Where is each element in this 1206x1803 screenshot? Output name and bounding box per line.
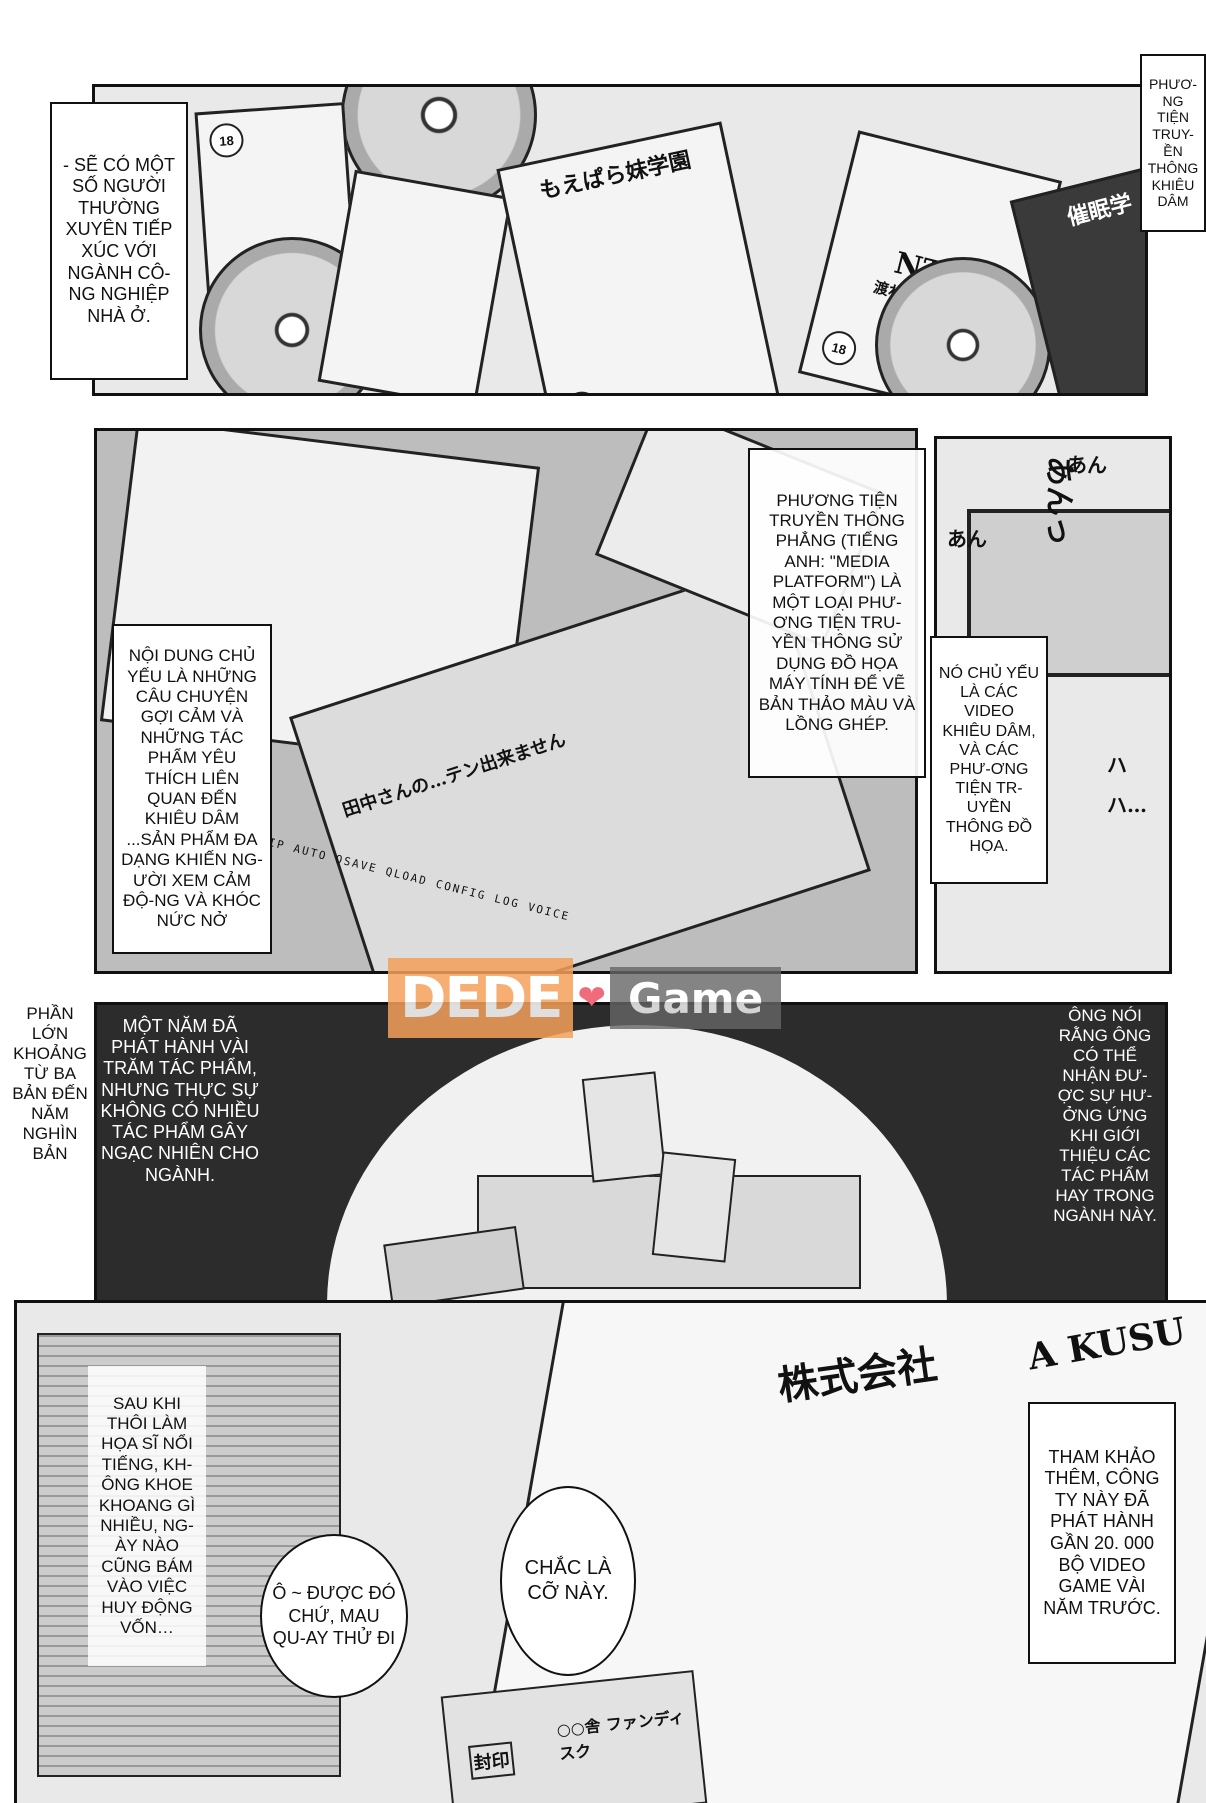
age-rating-icon: 18: [561, 388, 603, 393]
caption-text: PHẦN LỚN KHOẢNG TỪ BA BẢN ĐẾN NĂM NGHÌN …: [12, 1004, 88, 1164]
caption-text: MỘT NĂM ĐÃ PHÁT HÀNH VÀI TRĂM TÁC PHẨM, …: [100, 1016, 260, 1185]
watermark-logo: DEDE: [388, 958, 574, 1038]
caption-box: - SẼ CÓ MỘT SỐ NGƯỜI THƯỜNG XUYÊN TIẾP X…: [50, 102, 188, 380]
disc-illustration: [875, 257, 1051, 393]
heart-icon: ❤: [577, 979, 606, 1017]
watermark: DEDE ❤ Game: [388, 958, 818, 1038]
caption-box: NỘI DUNG CHỦ YẾU LÀ NHỮNG CÂU CHUYỆN GỢI…: [112, 624, 272, 954]
game-box-illustration: [581, 1071, 667, 1183]
caption-box: SAU KHI THÔI LÀM HỌA SĨ NỔI TIẾNG, KH-ÔN…: [88, 1366, 206, 1666]
panel-game-boxes: 18 もえぱら妹学園 18 NTR 渡われた俺の妻 18 催眠学: [92, 84, 1148, 396]
box-seal: 封印: [468, 1741, 516, 1780]
sound-effect: あん: [1067, 453, 1107, 477]
watermark-game: Game: [609, 967, 782, 1029]
sound-effect: ハ: [1107, 753, 1127, 777]
caption-box: PHƯƠ-NG TIỆN TRUY-ỀN THÔNG KHIÊU DÂM: [1140, 54, 1206, 232]
sound-effect: あんっ: [1041, 456, 1076, 546]
menu-item-auto: AUTO: [292, 841, 329, 863]
game-box-illustration: [651, 1151, 737, 1263]
speech-bubble: CHẮC LÀ CỠ NÀY.: [500, 1486, 636, 1676]
caption-box: PHƯƠNG TIỆN TRUYỀN THÔNG PHẲNG (TIẾNG AN…: [748, 448, 926, 778]
age-rating-icon: 18: [208, 122, 245, 159]
caption-box: THAM KHẢO THÊM, CÔNG TY NÀY ĐÃ PHÁT HÀNH…: [1028, 1402, 1176, 1664]
game-box-title: 催眠学: [1064, 189, 1135, 232]
sound-effect: あん: [947, 527, 987, 551]
cardboard-box-illustration: ○○舎 ファンディスク 封印: [440, 1670, 708, 1803]
game-box-moepara: もえぱら妹学園 18: [496, 121, 784, 393]
age-rating-icon: 18: [818, 327, 860, 369]
caption-text: ÔNG NÓI RẰNG ÔNG CÓ THỂ NHẬN ĐƯ-ỢC SỰ HƯ…: [1053, 1006, 1157, 1226]
sound-effect: ハ…: [1107, 793, 1147, 817]
box-label: ○○舎 ファンディスク: [555, 1707, 686, 1764]
game-box-title: もえぱら妹学園: [537, 146, 694, 205]
caption-box: NÓ CHỦ YẾU LÀ CÁC VIDEO KHIÊU DÂM, VÀ CÁ…: [930, 636, 1048, 884]
speech-bubble: Ô ~ ĐƯỢC ĐÓ CHỨ, MAU QU-AY THỬ ĐI: [260, 1534, 408, 1698]
panel-game-pile: [94, 1002, 1168, 1306]
